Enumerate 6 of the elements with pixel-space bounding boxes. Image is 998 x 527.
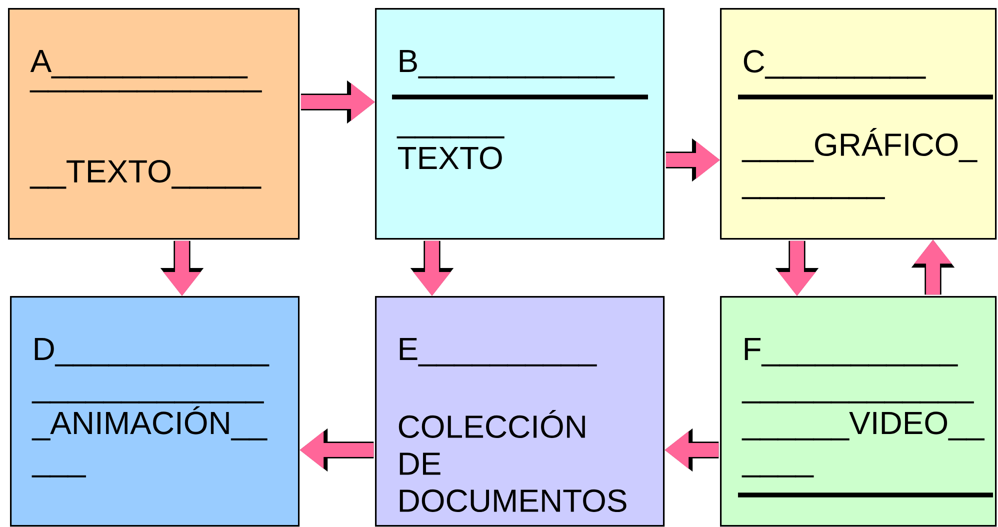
text-box: A___________ _____________ __TEXTO_____ [8,8,300,240]
text-box: D____________ _____________ _ANIMACIÓN__ ___ [10,296,300,527]
text-box: C_________ ____GRÁFICO_ ________ [720,8,997,240]
text-box: E__________ COLECCIÓN DE DOCUMENTOS [375,296,665,527]
text-box: F___________ _____________ ______VIDEO__ ____ [720,296,997,527]
text-box: B___________ ______ TEXTO [375,8,665,240]
